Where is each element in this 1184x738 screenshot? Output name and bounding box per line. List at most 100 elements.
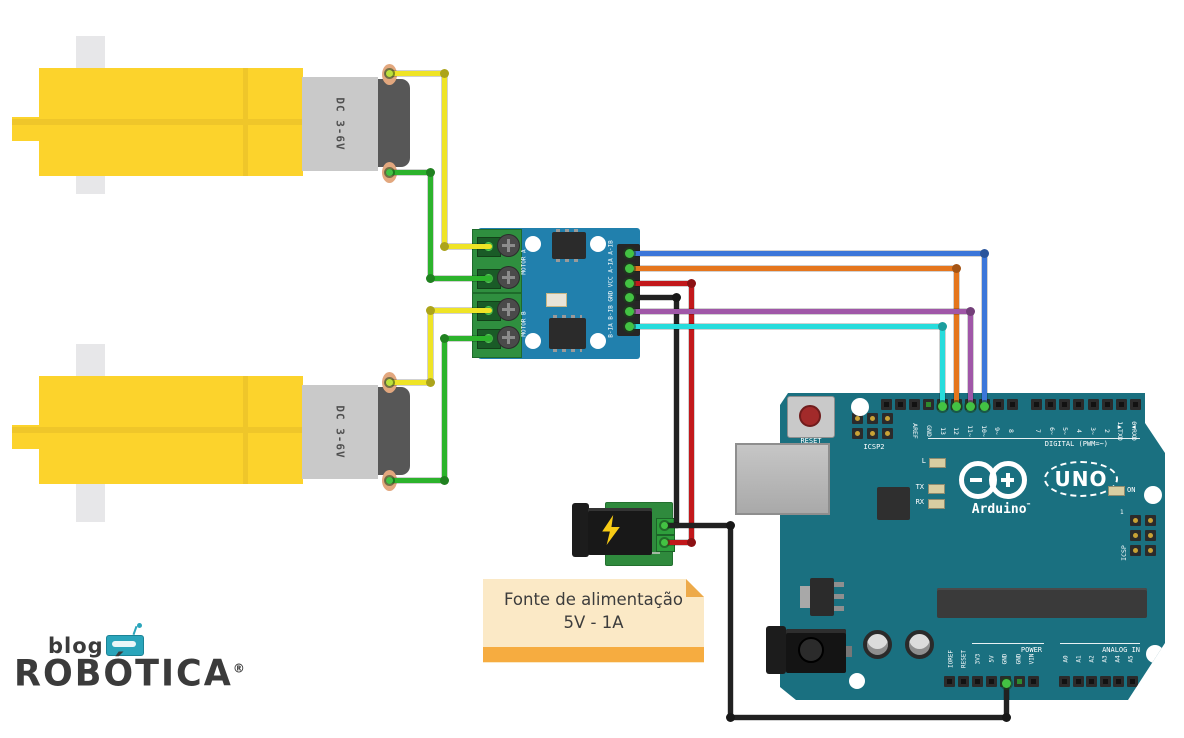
wire-yellow[interactable] — [442, 71, 447, 250]
wire-bend[interactable] — [726, 713, 735, 722]
motor-wire-end[interactable] — [386, 70, 393, 77]
arduino-pin-12-connection[interactable] — [952, 402, 961, 411]
usb-connector[interactable] — [735, 443, 830, 515]
wire-orange[interactable] — [954, 266, 959, 408]
arduino-gnd-connection[interactable] — [1002, 679, 1011, 688]
smd-resistor — [546, 293, 567, 307]
digital-header-right[interactable] — [1031, 399, 1141, 410]
wire-bend[interactable] — [687, 279, 696, 288]
icsp-header[interactable] — [1130, 515, 1157, 557]
regulator-tab — [800, 586, 810, 608]
power-header[interactable] — [944, 676, 1039, 687]
barrel-jack[interactable] — [588, 508, 652, 555]
wire-yellow[interactable] — [386, 380, 434, 385]
wire-bend[interactable] — [426, 378, 435, 387]
wire-yellow[interactable] — [428, 308, 433, 385]
wire-green[interactable] — [442, 336, 492, 341]
note-line-2: 5V - 1A — [563, 613, 624, 632]
arduino-pin-11-connection[interactable] — [966, 402, 975, 411]
wire-yellow[interactable] — [428, 308, 492, 313]
motor-wire-end[interactable] — [386, 477, 393, 484]
arduino-logo-icon — [989, 461, 1027, 499]
voltage-regulator — [810, 578, 834, 616]
reset-button-cap[interactable] — [799, 405, 821, 427]
driver-pin-gnd[interactable] — [625, 293, 634, 302]
wire-bend[interactable] — [426, 168, 435, 177]
terminal-screw[interactable] — [497, 326, 520, 349]
wire-bend[interactable] — [440, 69, 449, 78]
analog-header[interactable] — [1059, 676, 1138, 687]
motor-voltage-label: DC 3-6V — [333, 97, 347, 151]
wire-bend[interactable] — [426, 274, 435, 283]
wire-green[interactable] — [386, 478, 446, 483]
wire-black[interactable] — [1004, 683, 1009, 720]
wire-bend[interactable] — [1002, 713, 1011, 722]
wire-bend[interactable] — [726, 521, 735, 530]
motor-body — [302, 385, 378, 479]
arduino-pin-13-connection[interactable] — [938, 402, 947, 411]
led-rx-label: RX — [915, 498, 924, 506]
pin-label: A4 — [1114, 654, 1122, 663]
wire-red[interactable] — [689, 281, 694, 545]
wire-bend[interactable] — [938, 322, 947, 331]
wire-blue[interactable] — [632, 251, 986, 256]
mounting-hole — [590, 333, 606, 349]
wire-green[interactable] — [428, 276, 492, 281]
icsp-pin1-label: 1 — [1120, 509, 1124, 516]
robot-icon — [106, 623, 144, 656]
wire-cyan[interactable] — [940, 324, 945, 408]
pin-label: 4 — [1075, 429, 1084, 433]
wire-cyan[interactable] — [632, 324, 944, 329]
wire-yellow[interactable] — [386, 71, 446, 76]
wire-black[interactable] — [662, 523, 734, 528]
wire-bend[interactable] — [687, 538, 696, 547]
wire-blue[interactable] — [982, 251, 987, 408]
wire-black[interactable] — [674, 295, 679, 528]
wire-bend[interactable] — [952, 264, 961, 273]
arduino-pin-10-connection[interactable] — [980, 402, 989, 411]
wire-bend[interactable] — [966, 307, 975, 316]
barrel-jack-flange — [572, 503, 589, 557]
wire-black[interactable] — [728, 523, 733, 720]
wire-bend[interactable] — [440, 476, 449, 485]
wire-orange[interactable] — [632, 266, 958, 271]
driver-pin-a-ib[interactable] — [625, 249, 634, 258]
wire-red[interactable] — [632, 281, 694, 286]
terminal-screw[interactable] — [497, 298, 520, 321]
power-supply-note[interactable]: Fonte de alimentação 5V - 1A — [483, 579, 704, 663]
wire-bend[interactable] — [980, 249, 989, 258]
digital-header-left[interactable] — [881, 399, 1018, 410]
dc-jack-flange — [766, 626, 786, 674]
power-plus-connection[interactable] — [661, 539, 668, 546]
driver-pin-a-ia[interactable] — [625, 264, 634, 273]
wire-purple[interactable] — [968, 309, 973, 408]
wire-bend[interactable] — [440, 334, 449, 343]
pin-label: GND — [1015, 653, 1023, 664]
wire-purple[interactable] — [632, 309, 972, 314]
motor-body — [302, 77, 378, 171]
pin-label: 10~ — [979, 425, 988, 437]
wire-bend[interactable] — [426, 306, 435, 315]
power-minus-connection[interactable] — [661, 522, 668, 529]
driver-pin-b-ib[interactable] — [625, 307, 634, 316]
pin-label: 7 — [1033, 429, 1042, 433]
mounting-hole — [590, 236, 606, 252]
pin-label: 13 — [938, 427, 947, 435]
motor-wire-end[interactable] — [386, 169, 393, 176]
wire-bend[interactable] — [440, 242, 449, 251]
wire-red[interactable] — [664, 540, 694, 545]
wire-green[interactable] — [386, 170, 434, 175]
terminal-screw[interactable] — [497, 234, 520, 257]
pin-label: AREF — [911, 423, 920, 439]
wire-yellow[interactable] — [442, 244, 492, 249]
wire-black[interactable] — [632, 295, 679, 300]
motor-wire-end[interactable] — [386, 379, 393, 386]
driver-pin-b-ia[interactable] — [625, 322, 634, 331]
driver-pin-vcc[interactable] — [625, 279, 634, 288]
wire-bend[interactable] — [672, 293, 681, 302]
wire-green[interactable] — [442, 336, 447, 483]
wire-green[interactable] — [428, 170, 433, 282]
icsp2-header[interactable] — [852, 413, 894, 440]
wire-black[interactable] — [728, 715, 1010, 720]
terminal-screw[interactable] — [497, 266, 520, 289]
